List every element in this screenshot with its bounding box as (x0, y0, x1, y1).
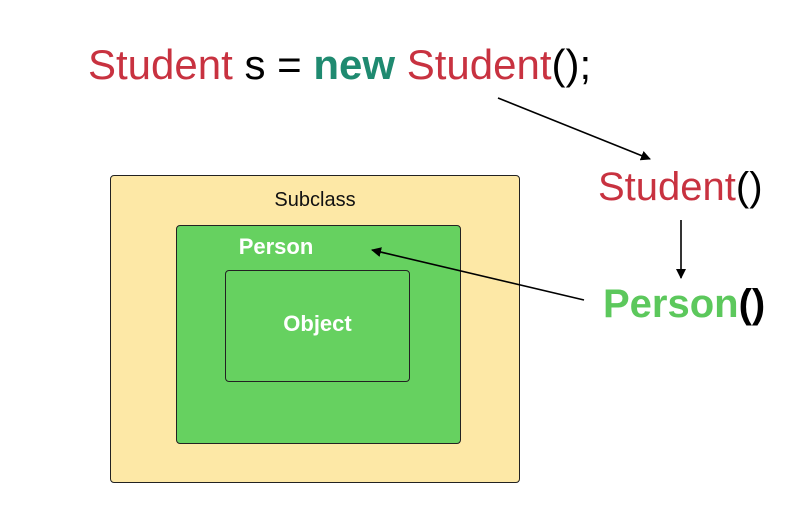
person-label: Person (238, 234, 314, 259)
object-label: Object (283, 311, 352, 336)
subclass-label: Subclass (274, 189, 356, 211)
arrow-person-ctor-to-person-box (371, 247, 585, 301)
person-constructor-name: Person (603, 282, 739, 326)
code-variable: s = (232, 41, 314, 88)
object-box (225, 270, 410, 382)
code-new-keyword: new (313, 41, 396, 88)
person-constructor: Person() (603, 281, 765, 327)
arrow-code-to-student (497, 97, 651, 161)
code-call-suffix: (); (551, 41, 592, 88)
student-constructor-name: Student (598, 165, 736, 209)
student-constructor-parens: () (735, 165, 763, 209)
code-statement: Student s = new Student(); (88, 40, 591, 90)
code-constructor-name: Student (395, 41, 552, 88)
student-constructor: Student() (598, 164, 763, 210)
person-constructor-parens: () (738, 282, 766, 326)
code-type-name: Student (88, 41, 233, 88)
